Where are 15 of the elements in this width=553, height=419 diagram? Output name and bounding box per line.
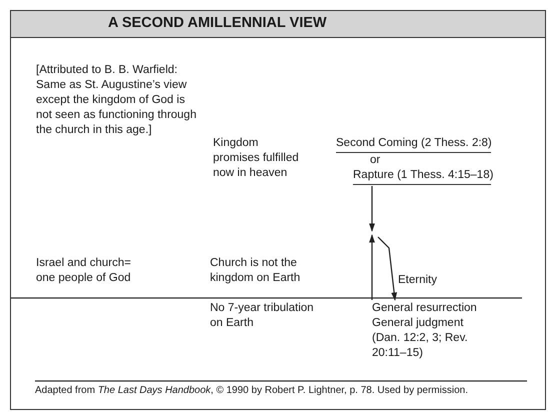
note-text: No 7-year tribulation on Earth [210, 301, 315, 331]
event-text: General resurrection General judgment (Dan. 12:2, 3; Rev. 20:11–15) [372, 301, 478, 361]
event-reference: Second Coming (2 Thess. 2:8) [336, 136, 491, 153]
title: A SECOND AMILLENNIAL VIEW [108, 15, 327, 31]
arrow [378, 236, 398, 301]
note-text: Kingdom promises fulfilled now in heaven [213, 136, 300, 181]
event-reference: Rapture (1 Thess. 4:15–18) [353, 168, 491, 185]
arrow [369, 234, 375, 300]
edge-label: Eternity [398, 273, 437, 288]
note-text: [Attributed to B. B. Warfield: Same as St. Augustine’s view except the kingdom of God is not seen as functioning through the church in this age.] [36, 63, 198, 138]
arrow [369, 186, 375, 232]
note-text: Israel and church= one people of God [36, 256, 132, 286]
note-text: Church is not the kingdom on Earth [210, 256, 302, 286]
connector-word: or [370, 153, 382, 168]
source-caption: Adapted from The Last Days Handbook, © 1990 by Robert P. Lightner, p. 78. Used by permission. [35, 385, 469, 397]
